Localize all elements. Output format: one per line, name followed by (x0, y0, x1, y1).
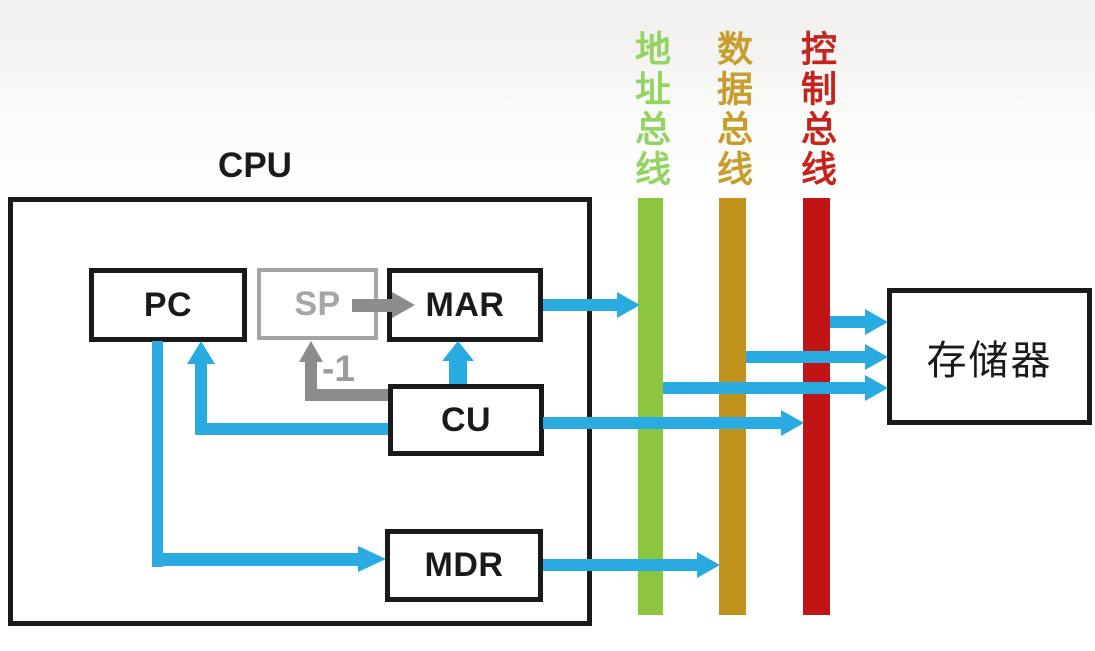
arrow-shaft-vertical (305, 360, 317, 401)
arrow-head-up-icon (442, 341, 474, 361)
address-bus-label: 地址总线 (629, 30, 671, 190)
control-bus-bar (803, 198, 830, 615)
arrow-shaft-horizontal (543, 559, 697, 571)
memory-label: 存储器 (926, 337, 1053, 384)
arrow-shaft-horizontal (352, 299, 392, 312)
sp-decrement-label: -1 (322, 348, 355, 389)
arrow-head-right-icon (865, 375, 888, 401)
cpu-label: CPU (218, 146, 292, 185)
data-bus-label: 数据总线 (711, 30, 753, 190)
arrow-shaft-horizontal (543, 299, 617, 311)
address-bus-bar (638, 198, 663, 615)
arrow-head-right-icon (697, 552, 720, 578)
pc-label: PC (143, 285, 193, 324)
mar-label: MAR (425, 285, 505, 324)
arrow-shaft-horizontal (830, 316, 865, 328)
arrow-shaft-vertical (195, 362, 207, 435)
arrow-shaft-horizontal (305, 389, 388, 401)
arrow-head-right-icon (617, 292, 640, 318)
arrow-head-right-icon (358, 546, 386, 572)
mdr-box: MDR (385, 529, 543, 602)
arrow-head-up-icon (187, 341, 215, 364)
data-bus-bar (719, 198, 746, 615)
pc-box: PC (89, 268, 247, 342)
arrow-head-up-icon (299, 341, 323, 362)
sp-label: SP (294, 284, 341, 323)
control-bus-label: 控制总线 (795, 30, 837, 190)
arrow-head-right-icon (392, 292, 415, 318)
cpu-box (8, 197, 592, 626)
arrow-shaft-vertical (449, 358, 467, 384)
arrow-head-right-icon (865, 344, 888, 370)
arrow-shaft-vertical (152, 341, 163, 567)
arrow-shaft-horizontal (663, 382, 865, 394)
cu-label: CU (440, 400, 492, 439)
mdr-label: MDR (424, 546, 504, 584)
arrow-shaft-horizontal (746, 351, 865, 363)
arrow-shaft-horizontal (195, 423, 388, 435)
arrow-shaft-horizontal (152, 553, 358, 566)
arrow-shaft-horizontal (543, 417, 781, 429)
arrow-head-right-icon (865, 309, 888, 335)
memory-box: 存储器 (887, 288, 1092, 425)
cu-box: CU (388, 384, 544, 456)
arrow-head-right-icon (781, 410, 804, 436)
